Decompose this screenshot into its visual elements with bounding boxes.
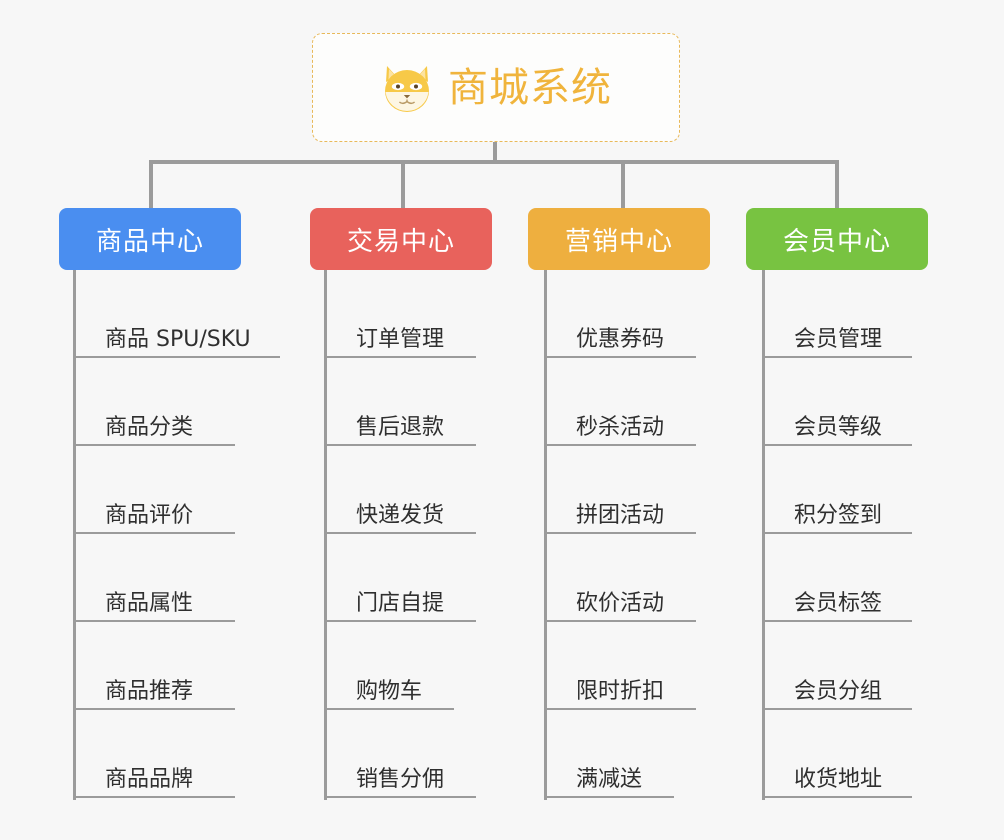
leaf-item-label: 商品分类 (105, 414, 194, 440)
leaf-item-rule (762, 796, 912, 798)
root-title: 商城系统 (448, 64, 612, 111)
leaf-item-rule (544, 620, 696, 622)
leaf-item[interactable]: 订单管理 (324, 270, 574, 358)
leaf-item-label: 门店自提 (356, 590, 445, 616)
shiba-dog-icon (380, 62, 434, 114)
leaf-item-rule (324, 620, 476, 622)
trunk-line-3 (544, 270, 547, 800)
leaf-item[interactable]: 商品分类 (73, 358, 323, 446)
leaf-item-label: 购物车 (356, 678, 423, 704)
leaf-item-rule (73, 356, 280, 358)
leaf-item[interactable]: 拼团活动 (544, 446, 794, 534)
leaf-item[interactable]: 会员管理 (762, 270, 1004, 358)
leaf-item[interactable]: 优惠券码 (544, 270, 794, 358)
category-title-1: 商品中心 (95, 226, 204, 257)
leaf-item-label: 商品 SPU/SKU (105, 326, 251, 352)
drop-line-1 (149, 160, 153, 210)
leaf-item-rule (324, 356, 476, 358)
leaf-item[interactable]: 砍价活动 (544, 534, 794, 622)
leaf-item-rule (73, 620, 235, 622)
leaf-column-2: 订单管理售后退款快递发货门店自提购物车销售分佣 (324, 270, 574, 798)
leaf-item[interactable]: 限时折扣 (544, 622, 794, 710)
leaf-item-label: 商品推荐 (105, 678, 194, 704)
horizontal-bus-line (149, 160, 839, 164)
leaf-item-label: 快递发货 (356, 502, 445, 528)
leaf-item-rule (324, 708, 454, 710)
leaf-item-label: 积分签到 (794, 502, 883, 528)
leaf-item-rule (762, 532, 912, 534)
drop-line-4 (835, 160, 839, 210)
leaf-item-label: 优惠券码 (576, 326, 665, 352)
leaf-item[interactable]: 满减送 (544, 710, 794, 798)
leaf-item-rule (544, 444, 696, 446)
leaf-item[interactable]: 销售分佣 (324, 710, 574, 798)
leaf-item-label: 订单管理 (356, 326, 445, 352)
leaf-item-rule (544, 532, 696, 534)
trunk-line-2 (324, 270, 327, 800)
leaf-item[interactable]: 商品评价 (73, 446, 323, 534)
trunk-line-4 (762, 270, 765, 800)
root-stem-line (493, 142, 497, 162)
leaf-item[interactable]: 商品品牌 (73, 710, 323, 798)
leaf-item[interactable]: 会员标签 (762, 534, 1004, 622)
leaf-item[interactable]: 会员等级 (762, 358, 1004, 446)
leaf-item[interactable]: 门店自提 (324, 534, 574, 622)
leaf-item[interactable]: 商品推荐 (73, 622, 323, 710)
leaf-item-rule (544, 796, 674, 798)
leaf-item-rule (544, 356, 696, 358)
leaf-item-label: 商品评价 (105, 502, 194, 528)
leaf-item-rule (544, 708, 696, 710)
leaf-item-rule (324, 532, 476, 534)
category-box-3[interactable]: 营销中心 (528, 208, 710, 270)
leaf-item-label: 售后退款 (356, 414, 445, 440)
root-node[interactable]: 商城系统 (312, 33, 680, 142)
leaf-item[interactable]: 商品 SPU/SKU (73, 270, 323, 358)
category-box-4[interactable]: 会员中心 (746, 208, 928, 270)
leaf-item[interactable]: 会员分组 (762, 622, 1004, 710)
leaf-item-label: 收货地址 (794, 766, 883, 792)
leaf-item-label: 商品品牌 (105, 766, 194, 792)
leaf-column-1: 商品 SPU/SKU 商品分类商品评价商品属性商品推荐商品品牌 (73, 270, 323, 798)
category-title-3: 营销中心 (564, 226, 673, 257)
category-title-4: 会员中心 (782, 226, 891, 257)
category-box-1[interactable]: 商品中心 (59, 208, 241, 270)
leaf-item-label: 会员等级 (794, 414, 883, 440)
leaf-column-4: 会员管理会员等级积分签到会员标签会员分组收货地址 (762, 270, 1004, 798)
leaf-item-label: 限时折扣 (576, 678, 665, 704)
trunk-line-1 (73, 270, 76, 800)
leaf-item-rule (324, 796, 476, 798)
category-box-2[interactable]: 交易中心 (310, 208, 492, 270)
leaf-item-rule (324, 444, 476, 446)
leaf-item-rule (73, 532, 235, 534)
leaf-item-rule (762, 444, 912, 446)
leaf-item-label: 会员分组 (794, 678, 883, 704)
leaf-item-rule (762, 708, 912, 710)
leaf-item-label: 商品属性 (105, 590, 194, 616)
leaf-item[interactable]: 快递发货 (324, 446, 574, 534)
leaf-item-label: 秒杀活动 (576, 414, 665, 440)
leaf-column-3: 优惠券码秒杀活动拼团活动砍价活动限时折扣满减送 (544, 270, 794, 798)
leaf-item[interactable]: 收货地址 (762, 710, 1004, 798)
drop-line-3 (621, 160, 625, 210)
drop-line-2 (401, 160, 405, 210)
leaf-item[interactable]: 购物车 (324, 622, 574, 710)
leaf-item-rule (73, 796, 235, 798)
leaf-item-rule (73, 444, 235, 446)
leaf-item-label: 砍价活动 (576, 590, 665, 616)
leaf-item-label: 会员管理 (794, 326, 883, 352)
leaf-item-label: 会员标签 (794, 590, 883, 616)
leaf-item[interactable]: 积分签到 (762, 446, 1004, 534)
leaf-item-rule (762, 620, 912, 622)
leaf-item[interactable]: 售后退款 (324, 358, 574, 446)
leaf-item-rule (73, 708, 235, 710)
leaf-item-label: 销售分佣 (356, 766, 445, 792)
leaf-item-label: 拼团活动 (576, 502, 665, 528)
leaf-item-rule (762, 356, 912, 358)
category-title-2: 交易中心 (346, 226, 455, 257)
leaf-item[interactable]: 秒杀活动 (544, 358, 794, 446)
leaf-item-label: 满减送 (576, 766, 643, 792)
leaf-item[interactable]: 商品属性 (73, 534, 323, 622)
